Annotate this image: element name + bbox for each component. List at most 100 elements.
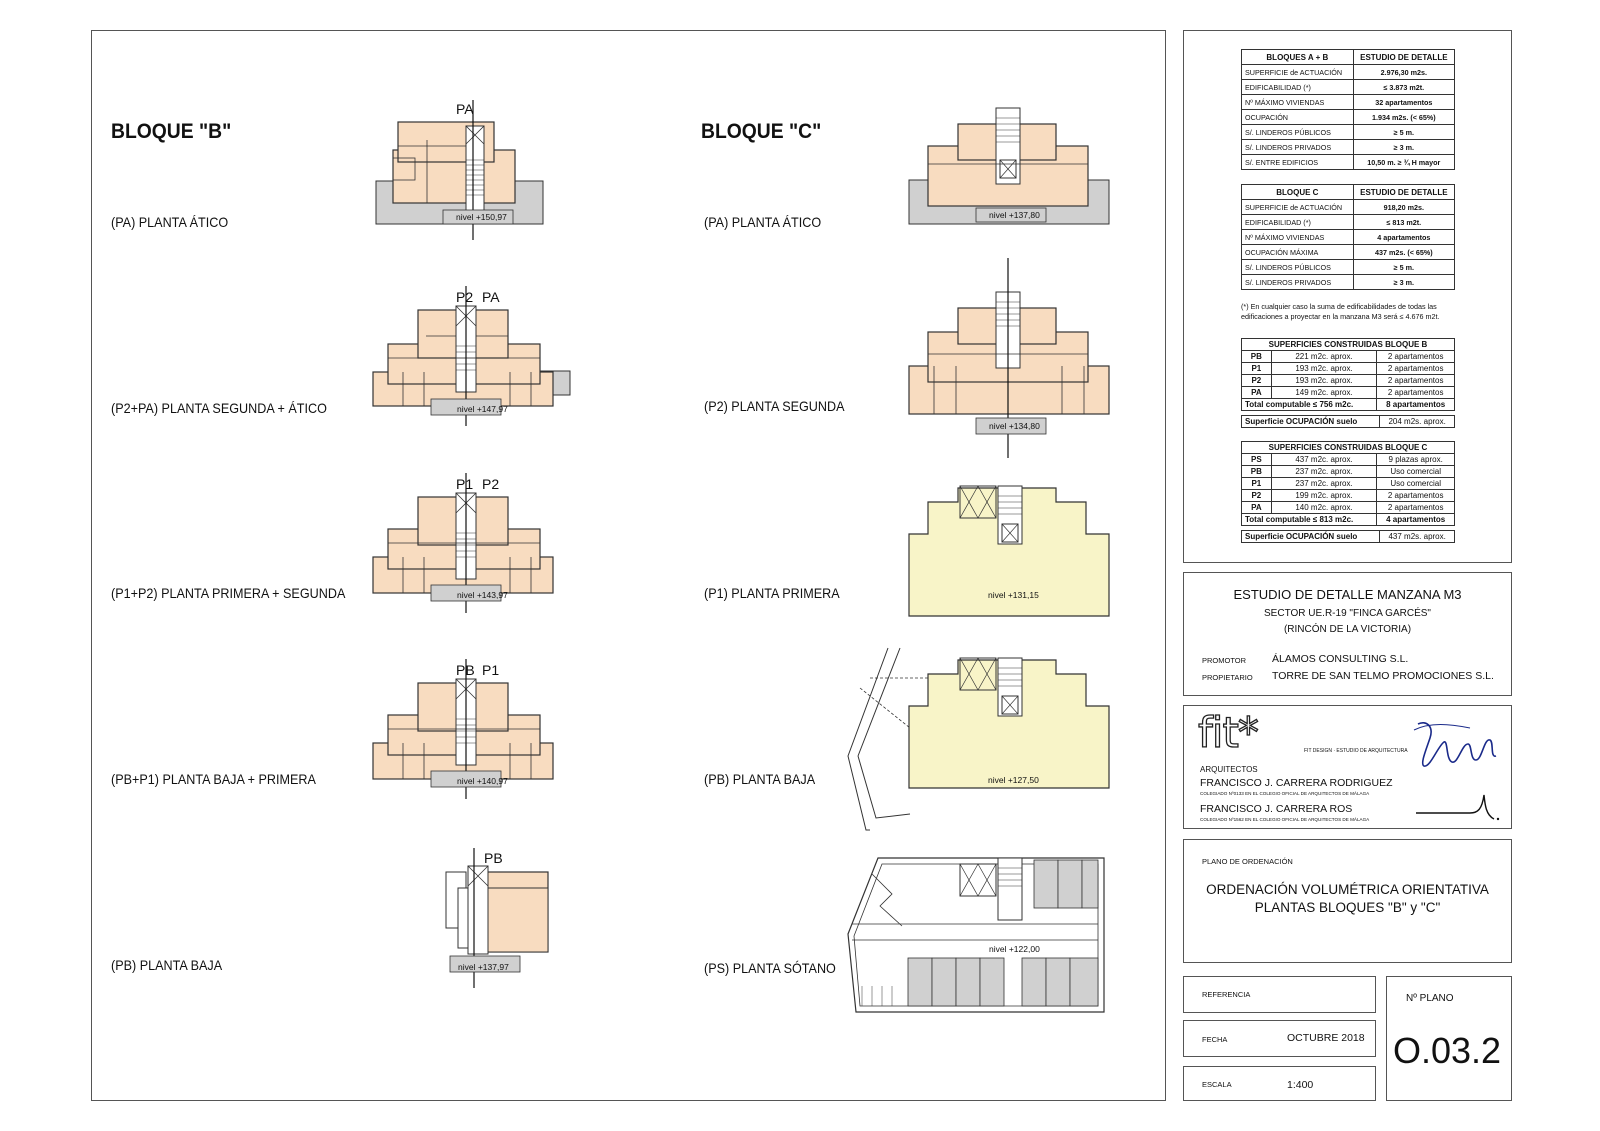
- nivel-b-pa: nivel +150,97: [456, 212, 507, 222]
- architect-2-sub: COLEGIADO Nº1562 EN EL COLEGIO OFICIAL D…: [1200, 817, 1370, 822]
- table-cell: S/. ENTRE EDIFICIOS: [1241, 154, 1354, 170]
- table-cell: ≤ 3.873 m2t.: [1352, 79, 1456, 95]
- table-cell: Uso comercial: [1376, 477, 1455, 490]
- promotor-value: ÁLAMOS CONSULTING S.L.: [1272, 653, 1409, 665]
- table-row: S/. LINDEROS PÚBLICOS≥ 5 m.: [1241, 124, 1456, 140]
- fecha-label: FECHA: [1202, 1035, 1228, 1044]
- table-cell: PA: [1241, 501, 1272, 514]
- table-cell: ≥ 3 m.: [1352, 274, 1456, 290]
- table-cell: PB: [1241, 465, 1272, 478]
- floorplan-c-ps: [847, 857, 1105, 1013]
- propietario-label: PROPIETARIO: [1202, 673, 1253, 682]
- architect-1-sub: COLEGIADO Nº0133 EN EL COLEGIO OFICIAL D…: [1200, 791, 1370, 796]
- edificabilidad-note: (*) En cualquier caso la suma de edifica…: [1241, 302, 1461, 322]
- nivel-b-p2pa: nivel +147,97: [457, 404, 508, 414]
- floorplan-b-pbp1: [372, 659, 554, 799]
- nplano-box: [1386, 976, 1512, 1101]
- plan-label-b-p2pa: (P2+PA) PLANTA SEGUNDA + ÁTICO: [111, 400, 327, 416]
- propietario-value: TORRE DE SAN TELMO PROMOCIONES S.L.: [1272, 670, 1494, 682]
- signature-image: [1413, 722, 1497, 767]
- escala-value: 1:400: [1287, 1079, 1314, 1091]
- header-cell: ESTUDIO DE DETALLE: [1352, 184, 1456, 200]
- table-cell: 437 m2s. aprox.: [1379, 530, 1455, 543]
- floorplan-b-pb: [445, 848, 549, 988]
- table-cell: 1.934 m2s. (< 65%): [1352, 109, 1456, 125]
- tag-b-p2: P2: [456, 289, 474, 305]
- table-cell: S/. LINDEROS PÚBLICOS: [1241, 124, 1354, 140]
- table-cell: 2 apartamentos: [1376, 489, 1455, 502]
- table-cell: 2 apartamentos: [1376, 501, 1455, 514]
- table-cell: S/. LINDEROS PÚBLICOS: [1241, 259, 1354, 275]
- firm-logo: fit*: [1197, 707, 1259, 757]
- nivel-c-ps: nivel +122,00: [989, 944, 1040, 954]
- table-cell: Nº MÁXIMO VIVIENDAS: [1241, 94, 1354, 110]
- nivel-c-pa: nivel +137,80: [989, 210, 1040, 220]
- table-cell: Superficie OCUPACIÓN suelo: [1240, 530, 1381, 543]
- arquitectos-label: ARQUITECTOS: [1200, 765, 1258, 774]
- table-cell: Uso comercial: [1376, 465, 1455, 478]
- firm-tagline: FIT DESIGN · ESTUDIO DE ARQUITECTURA: [1304, 748, 1408, 754]
- table-cell: 237 m2c. aprox.: [1270, 477, 1378, 490]
- plan-label-c-p1: (P1) PLANTA PRIMERA: [704, 585, 840, 601]
- table-cell: EDIFICABILIDAD (*): [1241, 79, 1354, 95]
- table-cell: 9 plazas aprox.: [1376, 453, 1455, 466]
- table-cell: S/. LINDEROS PRIVADOS: [1241, 274, 1354, 290]
- nivel-b-pb: nivel +137,97: [458, 962, 509, 972]
- table-row: S/. LINDEROS PRIVADOS≥ 3 m.: [1241, 139, 1456, 155]
- table-cell: 4 apartamentos: [1376, 513, 1455, 526]
- nplano-value: O.03.2: [1393, 1030, 1502, 1071]
- table-cell: 2.976,30 m2s.: [1352, 64, 1456, 80]
- table-cell: EDIFICABILIDAD (*): [1241, 214, 1354, 230]
- fecha-box: [1183, 1020, 1376, 1057]
- plan-label-b-pa: (PA) PLANTA ÁTICO: [111, 214, 229, 230]
- table-cell: 437 m2s. (< 65%): [1352, 244, 1456, 260]
- table-row: EDIFICABILIDAD (*)≤ 3.873 m2t.: [1241, 79, 1456, 95]
- note-line: (*) En cualquier caso la suma de edifica…: [1241, 302, 1437, 311]
- floorplan-c-p1: [908, 485, 1110, 617]
- fecha-value: OCTUBRE 2018: [1287, 1032, 1365, 1044]
- table-cell: P1: [1241, 477, 1272, 490]
- table-cell: Superficie OCUPACIÓN suelo: [1240, 415, 1381, 428]
- table-cell: 2 apartamentos: [1376, 362, 1455, 375]
- project-place: (RINCÓN DE LA VICTORIA): [1283, 624, 1412, 635]
- table-cell: ≥ 5 m.: [1352, 259, 1456, 275]
- architect-2-name: FRANCISCO J. CARRERA ROS: [1200, 803, 1353, 815]
- nivel-c-p1: nivel +131,15: [988, 590, 1039, 600]
- floorplan-b-p1p2: [372, 473, 554, 613]
- table-cell: 10,50 m. ≥ ¾ H mayor: [1352, 154, 1456, 170]
- signature-image: [1416, 794, 1500, 821]
- table-cell: 2 apartamentos: [1376, 374, 1455, 387]
- table-cell: S/. LINDEROS PRIVADOS: [1241, 139, 1354, 155]
- nivel-b-pbp1: nivel +140,97: [457, 776, 508, 786]
- header-cell: SUPERFICIES CONSTRUIDAS BLOQUE B: [1241, 338, 1455, 351]
- floorplan-c-pb: [847, 647, 1110, 831]
- tag-b-p1: P1: [456, 476, 474, 492]
- tables-panel: [1183, 30, 1512, 563]
- table-cell: 193 m2c. aprox.: [1270, 374, 1378, 387]
- table-cell: 437 m2c. aprox.: [1270, 453, 1378, 466]
- plano-title-2: PLANTAS BLOQUES "B" y "C": [1254, 900, 1441, 915]
- table-cell: 193 m2c. aprox.: [1270, 362, 1378, 375]
- promotor-label: PROMOTOR: [1202, 656, 1247, 665]
- nplano-label: Nº PLANO: [1406, 993, 1454, 1004]
- header-cell: ESTUDIO DE DETALLE: [1352, 49, 1456, 65]
- table-cell: ≥ 3 m.: [1352, 139, 1456, 155]
